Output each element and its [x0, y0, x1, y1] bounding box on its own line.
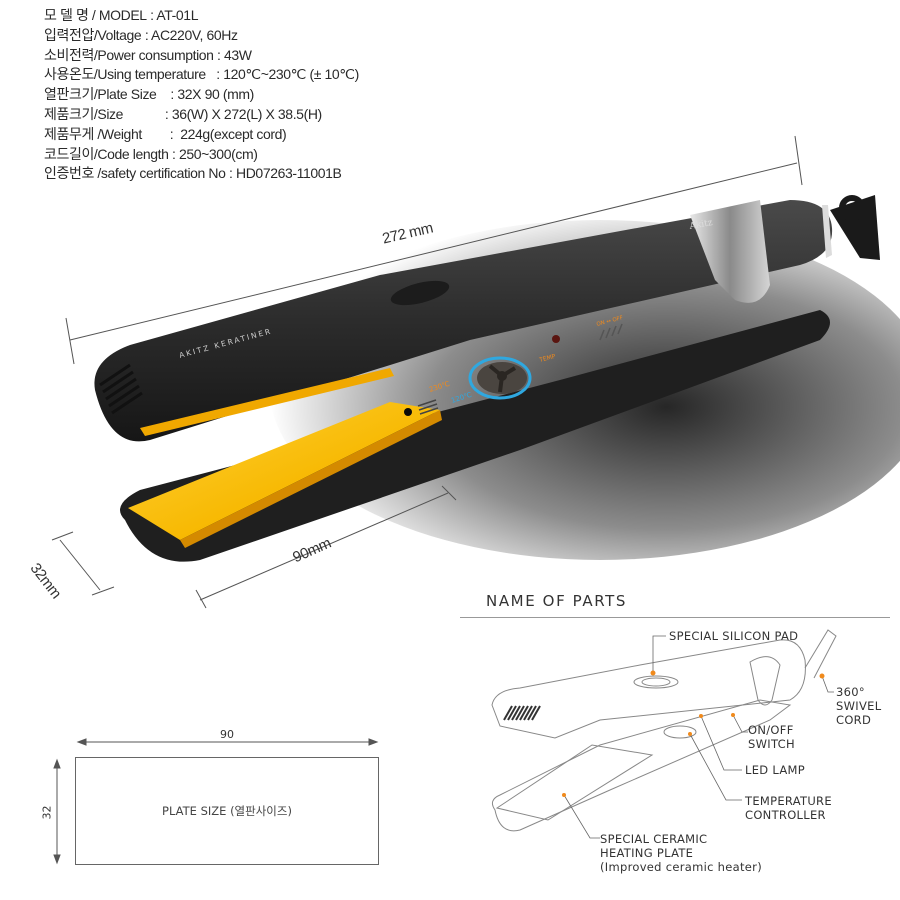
part-label-on-off-switch: ON/OFF SWITCH	[748, 723, 795, 751]
upper-plate-edge	[140, 368, 394, 436]
chrome-ring	[822, 205, 832, 258]
spec-weight: 제품무게 /Weight : 224g(except cord)	[44, 125, 359, 145]
spec-model: 모 델 명 / MODEL : AT-01L	[44, 6, 359, 26]
part-line: HEATING PLATE	[600, 846, 694, 860]
part-line: SPECIAL CERAMIC	[600, 832, 708, 846]
led-lamp	[552, 335, 560, 343]
upper-arm	[94, 200, 833, 442]
temp-label: TEMP	[538, 353, 557, 364]
plate-size-label: PLATE SIZE (열판사이즈)	[162, 804, 292, 818]
spec-certification: 인증번호 /safety certification No : HD07263-…	[44, 164, 359, 184]
spec-list: 모 델 명 / MODEL : AT-01L 입력전압/Voltage : AC…	[44, 6, 359, 184]
spec-key: 열판크기/Plate Size	[44, 86, 157, 103]
control-hole	[404, 408, 412, 416]
spec-value: : 43W	[213, 46, 252, 63]
spec-key: 제품크기/Size	[44, 105, 124, 122]
part-line: ON/OFF	[748, 723, 794, 737]
spec-key: 사용온도/Using temperature	[44, 66, 206, 83]
spec-power: 소비전력/Power consumption : 43W	[44, 46, 359, 66]
parts-divider	[460, 617, 890, 618]
part-line: (Improved ceramic heater)	[600, 860, 762, 874]
part-label-temp-controller: TEMPERATURE CONTROLLER	[745, 794, 832, 822]
hang-loop-icon	[839, 195, 865, 221]
spec-key: 입력전압/Voltage	[44, 26, 142, 43]
part-label-led-lamp: LED LAMP	[745, 763, 805, 777]
part-line: 360°	[836, 685, 865, 699]
part-line: CORD	[836, 713, 872, 727]
spec-value: : AC220V, 60Hz	[141, 26, 238, 43]
spec-size: 제품크기/Size : 36(W) X 272(L) X 38.5(H)	[44, 105, 359, 125]
spec-value: : 250~300(cm)	[168, 145, 258, 162]
part-label-heating-plate: SPECIAL CERAMIC HEATING PLATE (Improved …	[600, 832, 762, 874]
spec-value: : HD07263-11001B	[225, 165, 342, 182]
part-label-silicon-pad: SPECIAL SILICON PAD	[669, 629, 798, 643]
control-vents-icon	[417, 399, 439, 415]
end-logo: Akitz	[688, 218, 714, 232]
spec-key: 코드길이/Code length	[44, 145, 169, 162]
dimension-272mm	[65, 135, 803, 365]
silicon-pad	[390, 280, 450, 306]
on-off-switch[interactable]	[599, 323, 623, 341]
part-line: TEMPERATURE	[745, 794, 832, 808]
chrome-band	[690, 200, 770, 303]
dimension-90mm	[195, 485, 457, 609]
spec-temperature: 사용온도/Using temperature : 120℃~230℃ (± 10…	[44, 65, 359, 85]
spec-key: 소비전력/Power consumption	[44, 46, 214, 63]
spec-key: 제품무게 /Weight	[44, 125, 142, 142]
spec-value: : 32X 90 (mm)	[156, 86, 254, 103]
product-photo: AKITZ KERATINER Akitz 230℃ 120℃ TEMP ON …	[51, 135, 900, 609]
spec-key: 모 델 명 / MODEL	[44, 7, 147, 23]
spec-voltage: 입력전압/Voltage : AC220V, 60Hz	[44, 26, 359, 46]
spec-key: 인증번호 /safety certification No	[44, 165, 226, 182]
vent-grill-icon	[99, 363, 143, 415]
spec-value: : 224g(except cord)	[141, 125, 287, 142]
part-line: SWITCH	[748, 737, 795, 751]
part-line: SPECIAL SILICON PAD	[669, 629, 799, 643]
dimension-32mm	[51, 531, 115, 596]
spec-value: : 120℃~230℃ (± 10℃)	[205, 66, 359, 83]
plate-size-box: PLATE SIZE (열판사이즈)	[75, 757, 379, 865]
spec-plate-size: 열판크기/Plate Size : 32X 90 (mm)	[44, 85, 359, 105]
plate-width-value: 90	[220, 728, 234, 741]
spec-cord-length: 코드길이/Code length : 250~300(cm)	[44, 145, 359, 165]
spec-value: : AT-01L	[146, 7, 199, 23]
part-label-swivel-cord: 360° SWIVEL CORD	[836, 685, 881, 727]
heating-plate	[128, 402, 440, 540]
part-line: CONTROLLER	[745, 808, 826, 822]
part-line: LED LAMP	[745, 763, 805, 777]
part-line: SWIVEL	[836, 699, 882, 713]
plate-height-value: 32	[40, 805, 54, 820]
lower-arm	[120, 310, 830, 562]
temperature-dial[interactable]	[468, 356, 532, 400]
spec-value: : 36(W) X 272(L) X 38.5(H)	[123, 105, 322, 122]
heating-plate-edge	[180, 410, 442, 548]
name-of-parts-title: NAME OF PARTS	[486, 592, 628, 610]
power-cord	[830, 195, 880, 260]
